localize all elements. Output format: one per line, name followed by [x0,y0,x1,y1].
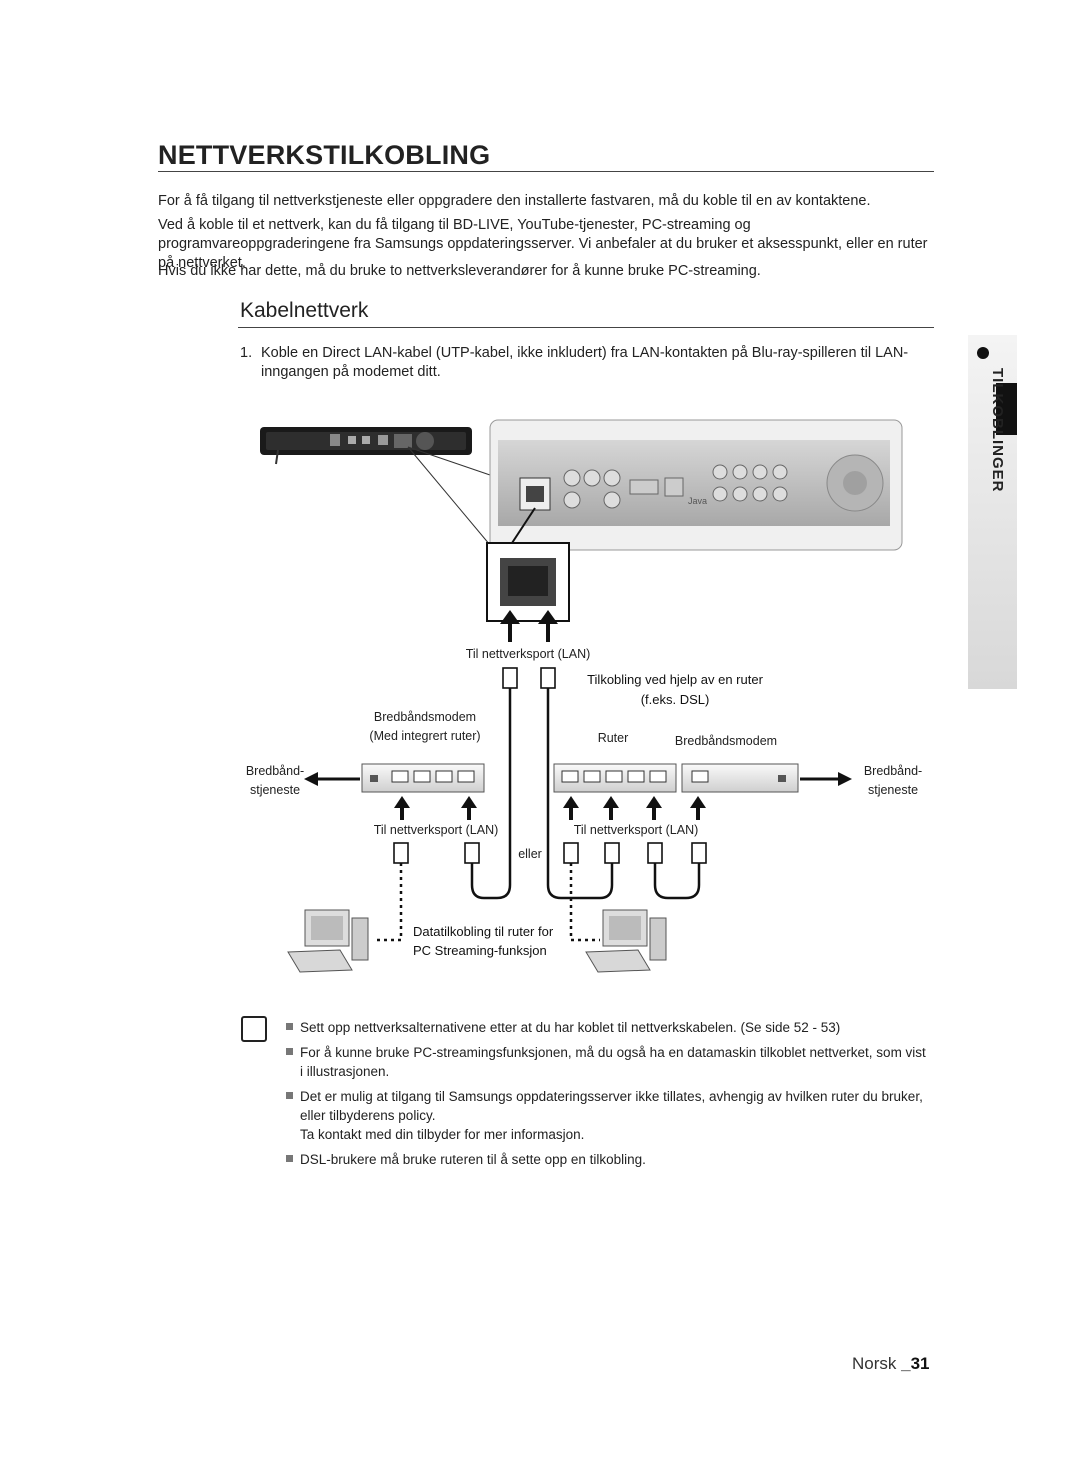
back-panel-zoom: Java [489,419,903,551]
router-connection-title: Tilkobling ved hjelp av en ruter [587,672,764,687]
page-title: NETTVERKSTILKOBLING [158,140,491,170]
modem-label: Bredbåndsmodem [675,734,777,748]
device-arrows [394,796,706,820]
broadband-left-sublabel: stjeneste [250,783,300,797]
note-continuation: Ta kontakt med din tilbyder for mer info… [286,1125,926,1144]
router-device [553,763,677,793]
router-label: Ruter [598,731,629,745]
intro-paragraph-2: Ved å koble til et nettverk, kan du få t… [158,217,928,271]
plugs-bottom [393,842,707,864]
cable-router-modem [653,863,701,900]
cable-router [546,852,614,900]
lan-left-label: Til nettverksport (LAN) [374,823,499,837]
side-tab-dot [977,347,989,359]
broadband-left-label: Bredbånd- [246,764,304,778]
lan-top-label: Til nettverksport (LAN) [466,647,591,661]
plugs-top [502,667,556,689]
page-number: _31 [901,1354,930,1373]
pc-caption-2: PC Streaming-funksjon [413,943,547,958]
page-footer: Norsk _31 [852,1354,930,1374]
intro-paragraph-1: For å få tilgang til nettverkstjeneste e… [158,193,871,209]
step-number: 1. [240,345,253,361]
note-text: Sett opp nettverksalternativene etter at… [300,1020,841,1035]
computer-icon-left [287,909,369,973]
note-text: Ta kontakt med din tilbyder for mer info… [300,1127,585,1142]
note-text: For å kunne bruke PC-streamingsfunksjone… [300,1045,926,1079]
bluray-player [260,427,491,546]
modem-integrated-label: Bredbåndsmodem [374,710,476,724]
note-item: Sett opp nettverksalternativene etter at… [286,1018,926,1037]
intro-paragraph-3: Hvis du ikke har dette, må du bruke to n… [158,263,761,279]
step-text: Koble en Direct LAN-kabel (UTP-kabel, ik… [261,345,909,380]
section-divider [238,327,934,328]
bullet-icon [286,1092,293,1099]
notes-list: Sett opp nettverksalternativene etter at… [286,1018,926,1175]
section-title: Kabelnettverk [240,299,369,322]
router-connection-subtitle: (f.eks. DSL) [641,692,710,707]
lan-port-zoom [486,507,570,622]
side-tab-marker [996,383,1017,435]
title-divider [158,171,934,172]
or-label: eller [518,847,542,861]
broadband-right-sublabel: stjeneste [868,783,918,797]
note-icon [241,1016,267,1042]
cable-modem-left [470,852,512,900]
bullet-icon [286,1023,293,1030]
note-text: DSL-brukere må bruke ruteren til å sette… [300,1152,646,1167]
bullet-icon [286,1155,293,1162]
modem-device [681,763,799,793]
modem-with-router [361,763,485,793]
footer-language: Norsk [852,1354,902,1373]
note-text: Det er mulig at tilgang til Samsungs opp… [300,1089,923,1123]
side-tab-label: TILKOBLINGER [989,368,1006,493]
pc-caption-1: Datatilkobling til ruter for [413,924,554,939]
pc-link-left [374,863,403,942]
modem-integrated-sublabel: (Med integrert ruter) [369,729,480,743]
note-item: For å kunne bruke PC-streamingsfunksjone… [286,1043,926,1081]
note-item: DSL-brukere må bruke ruteren til å sette… [286,1150,926,1169]
java-logo-label: Java [688,496,707,506]
network-diagram: Java Til nettverksport (LAN) Tilkobling … [246,419,922,973]
computer-icon-right [585,909,667,973]
lan-right-label: Til nettverksport (LAN) [574,823,699,837]
pc-link-right [569,863,600,942]
bullet-icon [286,1048,293,1055]
broadband-right-label: Bredbånd- [864,764,922,778]
broadband-arrows [304,772,852,786]
note-item: Det er mulig at tilgang til Samsungs opp… [286,1087,926,1125]
lan-arrows [500,610,558,642]
